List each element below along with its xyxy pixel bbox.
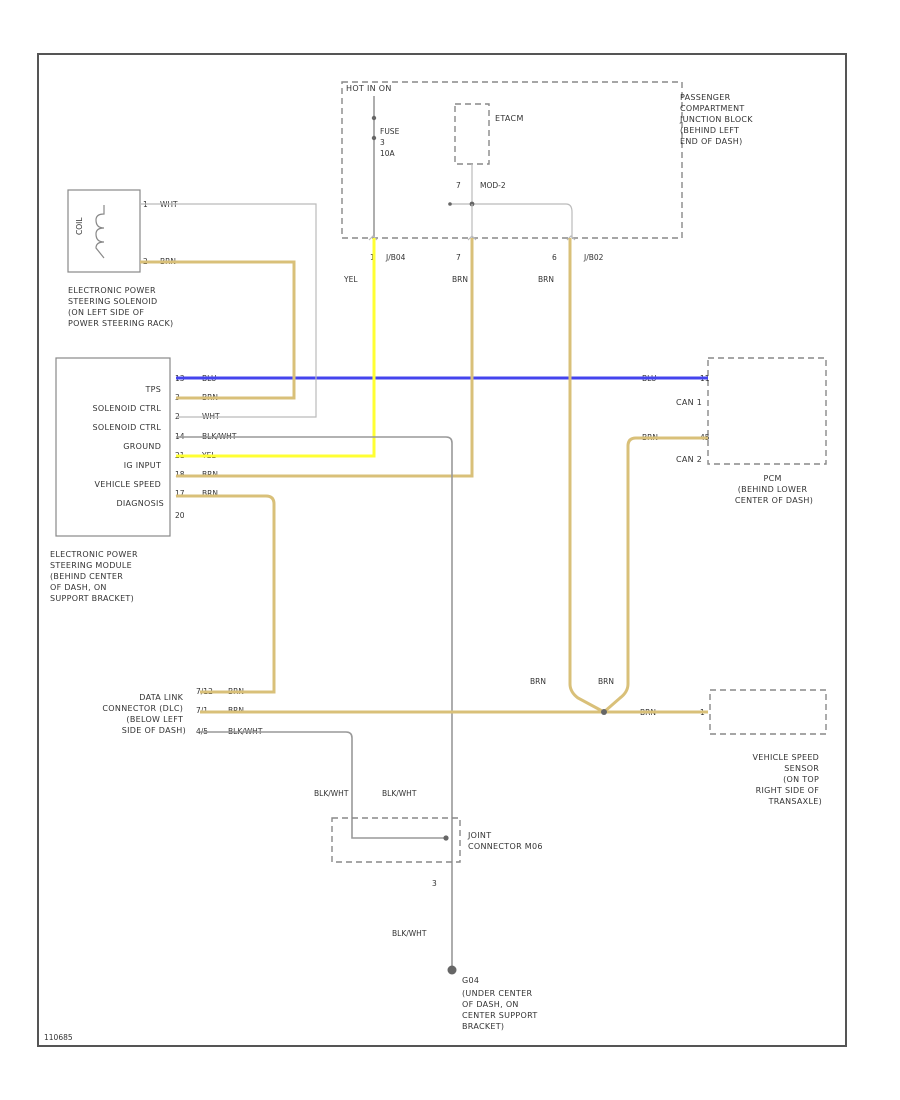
dlc-label: DATA LINK CONNECTOR (DLC) (BELOW LEFT SI… bbox=[102, 693, 186, 735]
solenoid-label: ELECTRONIC POWER STEERING SOLENOID (ON L… bbox=[68, 286, 173, 328]
junction-block-outline bbox=[341, 81, 683, 239]
splice-point bbox=[601, 709, 607, 715]
connector-chevron bbox=[467, 235, 477, 241]
jb-pin-2: 7 bbox=[456, 253, 461, 262]
hot-label: HOT IN ON bbox=[346, 84, 392, 93]
wire-jb6-brn bbox=[568, 238, 605, 714]
eps-module: TPS SOLENOID CTRL SOLENOID CTRL GROUND I… bbox=[50, 357, 239, 603]
eps-solenoid: COIL 1 2 WHT BRN ELECTRONIC POWER STEERI… bbox=[67, 189, 178, 328]
figure-code: 110685 bbox=[44, 1033, 73, 1042]
wire-vspeed-brn bbox=[176, 238, 474, 478]
fuse-label: FUSE bbox=[380, 127, 400, 136]
solenoid-symbol: COIL bbox=[75, 217, 84, 235]
jb-id-1: J/B04 bbox=[385, 253, 406, 262]
pcm-can2: CAN 2 bbox=[676, 455, 702, 464]
jb-pin-3: 6 bbox=[552, 253, 557, 262]
joint-connector-label: JOINT CONNECTOR M06 bbox=[467, 831, 543, 851]
pcm-box bbox=[707, 357, 827, 465]
wire-ig-yel bbox=[176, 238, 376, 458]
jb-id-3: J/B02 bbox=[583, 253, 604, 262]
fuse-amp: 10A bbox=[380, 149, 396, 158]
wire-can2-brn bbox=[603, 436, 708, 714]
junction-block: HOT IN ON PASSENGER COMPARTMENT JUNCTION… bbox=[341, 81, 756, 239]
joint-internal-wire bbox=[351, 820, 446, 839]
splice-label-left: BRN bbox=[530, 677, 546, 686]
joint-wire-left: BLK/WHT bbox=[314, 789, 349, 798]
ground-icon bbox=[447, 965, 457, 975]
wires bbox=[140, 203, 708, 970]
etacm-box bbox=[454, 103, 490, 165]
fuse-number: 3 bbox=[380, 138, 385, 147]
solenoid-box bbox=[67, 189, 141, 273]
jb-wire-2: BRN bbox=[452, 275, 468, 284]
junction-terminal bbox=[448, 202, 452, 206]
junction-connectors: 1 J/B04 YEL 7 BRN 6 J/B02 BRN bbox=[343, 235, 604, 284]
coil-symbol bbox=[95, 205, 105, 259]
eps-module-label: ELECTRONIC POWER STEERING MODULE (BEHIND… bbox=[50, 550, 141, 603]
eps-wire-colors: BLU BRN WHT BLK/WHT YEL BRN BRN bbox=[201, 374, 239, 498]
connector-chevron bbox=[368, 235, 378, 241]
wire-solenoid-brn bbox=[140, 260, 296, 400]
joint-pin-bottom: 3 bbox=[432, 879, 437, 888]
wire-solenoid-wht bbox=[140, 203, 317, 418]
wire-diagnosis-brn bbox=[176, 494, 276, 694]
splice-label-right: BRN bbox=[598, 677, 614, 686]
wire-dlc-ground bbox=[200, 731, 353, 820]
joint-connector-box bbox=[331, 817, 461, 863]
etacm-pin-7: 7 bbox=[456, 181, 461, 190]
eps-module-box bbox=[55, 357, 171, 537]
fuse-terminal-bottom bbox=[371, 135, 377, 141]
pcm: CAN 1 CAN 2 11 45 BLU BRN PCM (BEHIND LO… bbox=[642, 357, 827, 505]
vss-label: VEHICLE SPEED SENSOR (ON TOP RIGHT SIDE … bbox=[753, 753, 822, 806]
jb-wire-3: BRN bbox=[538, 275, 554, 284]
vehicle-speed-sensor: BRN 1 VEHICLE SPEED SENSOR (ON TOP RIGHT… bbox=[640, 689, 827, 806]
ground-id: G04 bbox=[462, 976, 479, 985]
pcm-can1: CAN 1 bbox=[676, 398, 702, 407]
wire-ground-module bbox=[176, 436, 453, 970]
joint-splice bbox=[443, 835, 449, 841]
fuse-terminal-top bbox=[371, 115, 377, 121]
diagram-frame bbox=[37, 53, 847, 1047]
joint-wire-right: BLK/WHT bbox=[382, 789, 417, 798]
pcm-label: PCM (BEHIND LOWER CENTER OF DASH) bbox=[735, 474, 813, 505]
ground-point: BLK/WHT G04 (UNDER CENTER OF DASH, ON CE… bbox=[392, 929, 540, 1031]
eps-pin-numbers: 13 3 2 14 21 18 17 20 bbox=[175, 374, 187, 520]
eps-pin-names: TPS SOLENOID CTRL SOLENOID CTRL GROUND I… bbox=[93, 385, 164, 508]
vss-box bbox=[709, 689, 827, 735]
junction-block-label: PASSENGER COMPARTMENT JUNCTION BLOCK (BE… bbox=[679, 93, 756, 146]
ground-label: (UNDER CENTER OF DASH, ON CENTER SUPPORT… bbox=[462, 989, 540, 1031]
jb-wire-1: YEL bbox=[343, 275, 358, 284]
joint-connector: BLK/WHT BLK/WHT JOINT CONNECTOR M06 3 bbox=[314, 789, 543, 888]
mod-label: MOD-2 bbox=[480, 181, 506, 190]
etacm-label: ETACM bbox=[495, 114, 524, 123]
connector-chevron bbox=[566, 235, 576, 241]
ground-wire: BLK/WHT bbox=[392, 929, 427, 938]
